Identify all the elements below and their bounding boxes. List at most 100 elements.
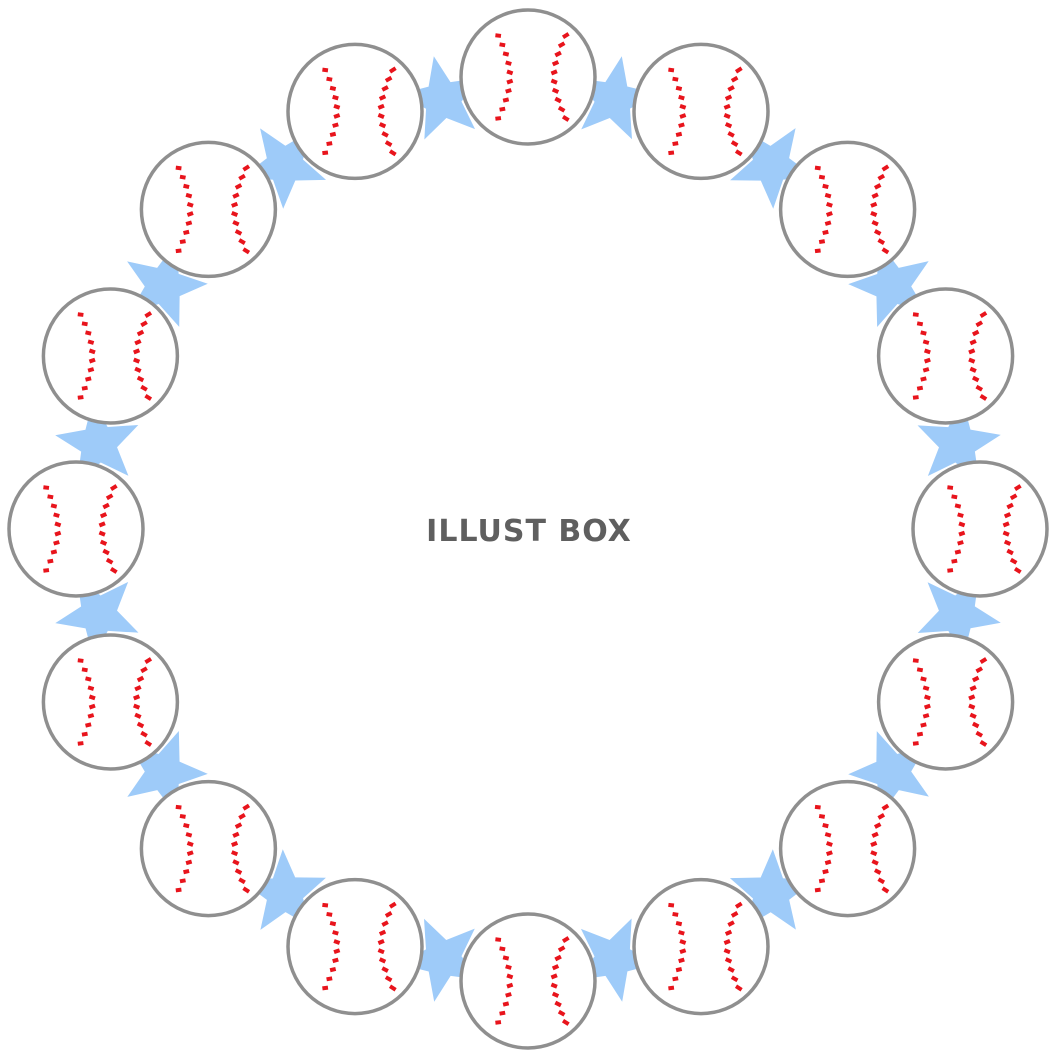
stitch (824, 832, 832, 838)
stitch (333, 103, 341, 110)
stitch (554, 50, 562, 58)
stitch (825, 841, 833, 847)
star-icon (917, 575, 1001, 659)
stitch (133, 703, 141, 710)
stitch (723, 103, 731, 110)
stitch (554, 96, 562, 104)
stitch (951, 558, 958, 564)
stitch (814, 248, 821, 254)
stitch (54, 530, 62, 537)
stitch (175, 165, 182, 171)
stitch (499, 946, 506, 952)
star-icon (55, 399, 139, 483)
stitch (133, 348, 141, 355)
stitch (377, 939, 385, 945)
stitch (554, 1000, 562, 1008)
stitch (968, 703, 976, 710)
stitch (242, 164, 251, 172)
baseball-icon (632, 877, 770, 1016)
stitch (231, 850, 239, 857)
stitch (723, 948, 731, 955)
stitch (916, 731, 924, 737)
stitch (87, 367, 95, 373)
stitch (136, 375, 145, 383)
stitch (186, 201, 194, 208)
stitch (822, 183, 829, 189)
stitch (814, 804, 821, 810)
stitch (232, 859, 240, 866)
stitch (561, 1018, 570, 1026)
baseball-outline (632, 42, 770, 181)
stitch (175, 248, 182, 254)
stitch (881, 164, 890, 172)
stitch (81, 667, 88, 673)
stitch (668, 902, 675, 908)
stitch (561, 114, 570, 122)
stitch (873, 183, 882, 190)
stitch (979, 657, 988, 665)
stitch (727, 131, 735, 138)
stitch (332, 930, 339, 936)
stitch (134, 712, 142, 719)
stitch (185, 859, 193, 866)
stitch (506, 78, 514, 85)
stitch (724, 957, 733, 964)
stitch (388, 984, 397, 992)
stitch (322, 150, 329, 156)
stitch (727, 966, 735, 973)
stitch (818, 813, 826, 819)
stitch (495, 33, 502, 38)
stitch (554, 954, 562, 962)
stitch (734, 901, 743, 909)
star-icon (398, 918, 482, 1002)
stitch (824, 192, 832, 199)
stitch (381, 966, 389, 973)
stitch (98, 530, 106, 537)
stitch (502, 955, 510, 961)
stitch (332, 94, 339, 101)
stitch (238, 238, 246, 245)
stitch (377, 113, 385, 119)
stitch (668, 150, 675, 156)
stitch (551, 964, 560, 971)
stitch (234, 183, 243, 190)
stitch (825, 850, 833, 857)
stitch (734, 66, 743, 74)
stitch (85, 722, 92, 728)
stitch (502, 1001, 510, 1007)
stitch (384, 975, 393, 983)
stitch (975, 320, 984, 328)
stitch (238, 813, 246, 820)
stitch (822, 229, 829, 235)
stitch (679, 103, 687, 110)
stitch (183, 823, 190, 829)
stitch (951, 494, 958, 500)
stitch (144, 657, 153, 665)
stitch (77, 395, 84, 400)
stitch (727, 920, 735, 927)
stitch (912, 395, 919, 400)
stitch (958, 530, 966, 537)
stitch (144, 739, 153, 747)
stitch (723, 113, 731, 119)
stitch (332, 122, 339, 128)
baseball-icon (876, 633, 1015, 771)
stitch (377, 948, 385, 955)
stitch (134, 339, 142, 346)
stitch (140, 666, 148, 674)
stitch (979, 393, 988, 401)
stitch (824, 220, 832, 226)
stitch (175, 887, 182, 893)
stitch (50, 503, 58, 509)
baseball-outline (778, 140, 917, 279)
stitch (134, 366, 142, 373)
stitch (825, 211, 833, 217)
stitch (1013, 484, 1022, 492)
stitch (1006, 548, 1014, 556)
baseball-icon (778, 140, 917, 279)
stitch (234, 868, 243, 875)
stitch (140, 730, 148, 738)
stitch (550, 982, 558, 989)
baseball-icon (139, 779, 278, 918)
stitch (242, 247, 251, 255)
